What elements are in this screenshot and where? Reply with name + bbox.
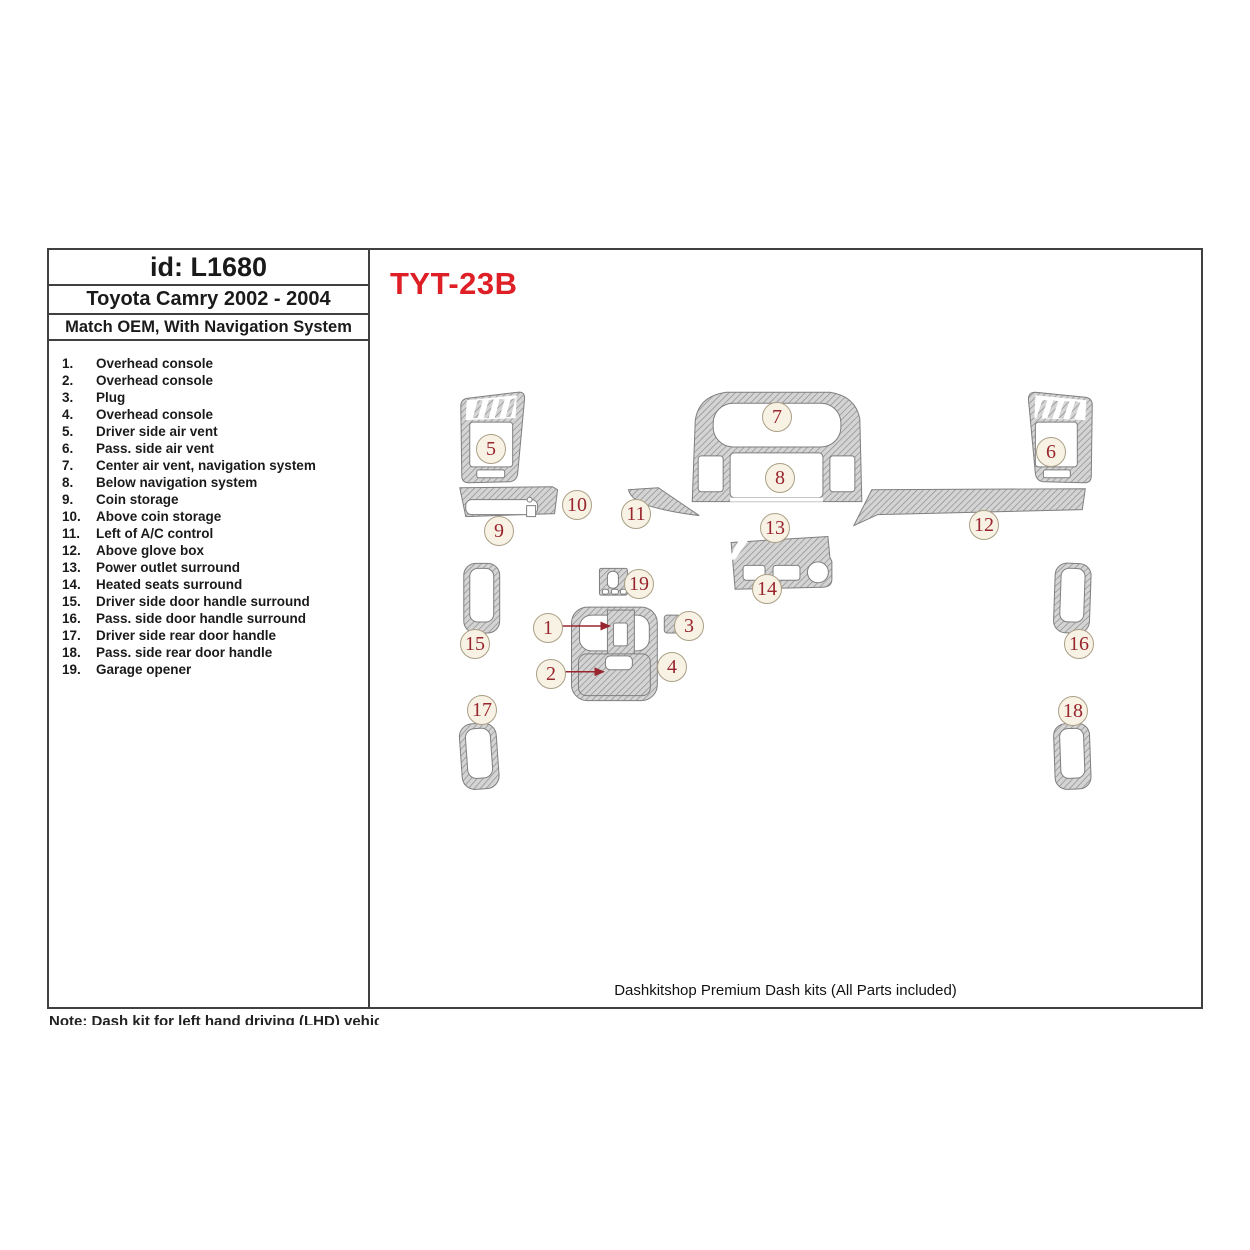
callout-5: 5: [476, 434, 506, 464]
callout-8: 8: [765, 463, 795, 493]
part-label: Left of A/C control: [96, 526, 214, 541]
parts-list-row: 7. Center air vent, navigation system: [49, 457, 368, 474]
callout-10: 10: [562, 490, 592, 520]
match-subtitle: Match OEM, With Navigation System: [49, 315, 368, 341]
part-number: 5.: [62, 424, 74, 439]
part-pass-rear-door-handle: [1053, 722, 1092, 790]
part-number: 9.: [62, 492, 74, 507]
parts-list-row: 3. Plug: [49, 389, 368, 406]
callout-9: 9: [484, 516, 514, 546]
part-coin-storage-strip: [459, 486, 559, 518]
callout-19: 19: [624, 569, 654, 599]
part-label: Overhead console: [96, 407, 214, 422]
parts-list-row: 4. Overhead console: [49, 406, 368, 423]
part-above-glove-box: [852, 488, 1086, 527]
part-number: 11.: [62, 526, 81, 541]
part-number: 3.: [62, 390, 74, 405]
part-number: 2.: [62, 373, 74, 388]
part-label: Pass. side rear door handle: [96, 645, 273, 660]
part-label: Plug: [96, 390, 126, 405]
part-label: Heated seats surround: [96, 577, 243, 592]
parts-list-row: 18. Pass. side rear door handle: [49, 644, 368, 661]
part-label: Garage opener: [96, 662, 192, 677]
part-center-nav-bezel: [691, 391, 863, 503]
part-number: 19.: [62, 662, 81, 677]
part-label: Driver side rear door handle: [96, 628, 277, 643]
part-label: Above coin storage: [96, 509, 222, 524]
callout-3: 3: [674, 611, 704, 641]
parts-list-row: 17. Driver side rear door handle: [49, 627, 368, 644]
parts-list-row: 13. Power outlet surround: [49, 559, 368, 576]
part-power-outlet-heated-seats: [728, 535, 833, 590]
parts-list: 1. Overhead console 2. Overhead console 3.…: [49, 341, 368, 678]
parts-list-row: 6. Pass. side air vent: [49, 440, 368, 457]
parts-list-row: 12. Above glove box: [49, 542, 368, 559]
product-code: TYT-23B: [390, 266, 518, 301]
callout-2: 2: [536, 659, 566, 689]
parts-list-row: 19. Garage opener: [49, 661, 368, 678]
part-garage-opener: [598, 567, 628, 596]
part-number: 15.: [62, 594, 81, 609]
part-label: Power outlet surround: [96, 560, 241, 575]
callout-16: 16: [1064, 629, 1094, 659]
part-overhead-console: [571, 606, 658, 702]
part-pass-door-handle-surround: [1053, 562, 1092, 634]
parts-list-row: 15. Driver side door handle surround: [49, 593, 368, 610]
part-driver-rear-door-handle: [458, 722, 500, 790]
part-number: 13.: [62, 560, 81, 575]
part-label: Coin storage: [96, 492, 179, 507]
callout-12: 12: [969, 510, 999, 540]
callout-6: 6: [1036, 437, 1066, 467]
part-number: 8.: [62, 475, 74, 490]
bottom-note: Note: Dash kit for left hand driving (LH…: [49, 1013, 379, 1025]
part-label: Overhead console: [96, 356, 214, 371]
vehicle-title: Toyota Camry 2002 - 2004: [49, 286, 368, 315]
parts-list-row: 11. Left of A/C control: [49, 525, 368, 542]
part-number: 6.: [62, 441, 74, 456]
spec-sheet-frame: id: L1680 Toyota Camry 2002 - 2004 Match…: [47, 248, 1203, 1009]
part-number: 7.: [62, 458, 74, 473]
parts-list-row: 8. Below navigation system: [49, 474, 368, 491]
diagram-panel: TYT-23B: [370, 250, 1201, 1007]
part-label: Above glove box: [96, 543, 205, 558]
part-pass-side-air-vent: [1027, 391, 1093, 484]
parts-list-panel: id: L1680 Toyota Camry 2002 - 2004 Match…: [49, 250, 370, 1007]
parts-list-row: 16. Pass. side door handle surround: [49, 610, 368, 627]
callout-13: 13: [760, 513, 790, 543]
part-label: Overhead console: [96, 373, 214, 388]
part-number: 16.: [62, 611, 81, 626]
part-number: 17.: [62, 628, 81, 643]
part-label: Driver side air vent: [96, 424, 218, 439]
part-number: 12.: [62, 543, 81, 558]
part-label: Driver side door handle surround: [96, 594, 310, 609]
parts-list-row: 9. Coin storage: [49, 491, 368, 508]
parts-list-row: 1. Overhead console: [49, 355, 368, 372]
parts-list-row: 10. Above coin storage: [49, 508, 368, 525]
callout-14: 14: [752, 574, 782, 604]
part-number: 18.: [62, 645, 81, 660]
callout-17: 17: [467, 695, 497, 725]
callout-7: 7: [762, 402, 792, 432]
part-number: 4.: [62, 407, 74, 422]
part-label: Center air vent, navigation system: [96, 458, 316, 473]
callout-15: 15: [460, 629, 490, 659]
part-number: 14.: [62, 577, 81, 592]
part-label: Pass. side door handle surround: [96, 611, 307, 626]
part-number: 10.: [62, 509, 81, 524]
part-driver-door-handle-surround: [463, 562, 501, 634]
callout-4: 4: [657, 652, 687, 682]
parts-list-row: 5. Driver side air vent: [49, 423, 368, 440]
parts-list-row: 2. Overhead console: [49, 372, 368, 389]
part-label: Pass. side air vent: [96, 441, 214, 456]
kit-id: id: L1680: [49, 250, 368, 286]
footer-caption: Dashkitshop Premium Dash kits (All Parts…: [614, 982, 957, 999]
parts-list-row: 14. Heated seats surround: [49, 576, 368, 593]
part-number: 1.: [62, 356, 74, 371]
part-label: Below navigation system: [96, 475, 258, 490]
callout-11: 11: [621, 499, 651, 529]
callout-1: 1: [533, 613, 563, 643]
callout-18: 18: [1058, 696, 1088, 726]
